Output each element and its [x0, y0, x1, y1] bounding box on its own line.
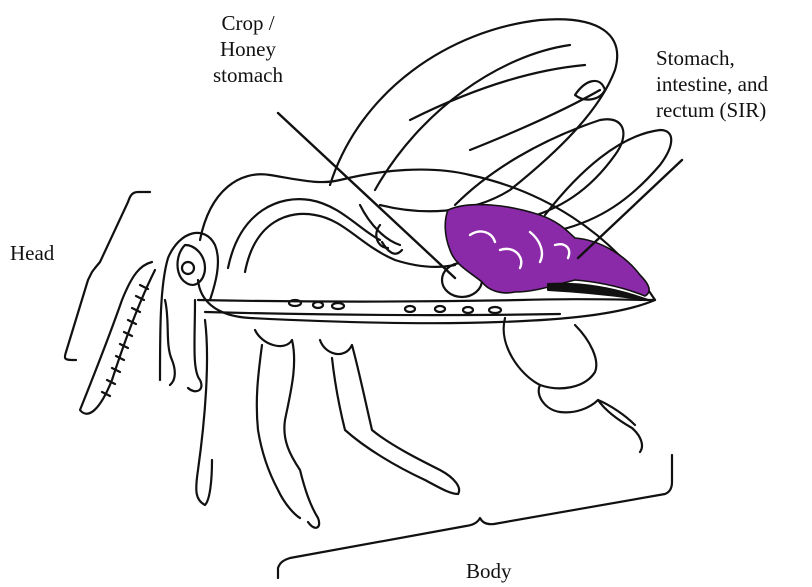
- legs: [255, 318, 642, 528]
- body-label: Body: [466, 558, 512, 584]
- sir-label-line-3: rectum (SIR): [656, 97, 768, 123]
- wings: [330, 19, 671, 230]
- sir-label-line-2: intestine, and: [656, 71, 768, 97]
- crop-pointer-line: [278, 113, 455, 278]
- crop-label: Crop / Honey stomach: [196, 10, 300, 88]
- sir-pointer-line: [578, 160, 682, 258]
- crop-label-line-1: Crop /: [196, 10, 300, 36]
- head-bracket: [65, 192, 150, 360]
- sir-label-line-1: Stomach,: [656, 45, 768, 71]
- crop-label-line-2: Honey: [196, 36, 300, 62]
- sir-label: Stomach, intestine, and rectum (SIR): [656, 45, 768, 123]
- head: [160, 233, 218, 505]
- antenna: [80, 262, 155, 414]
- crop-label-line-3: stomach: [196, 62, 300, 88]
- head-label: Head: [10, 240, 54, 266]
